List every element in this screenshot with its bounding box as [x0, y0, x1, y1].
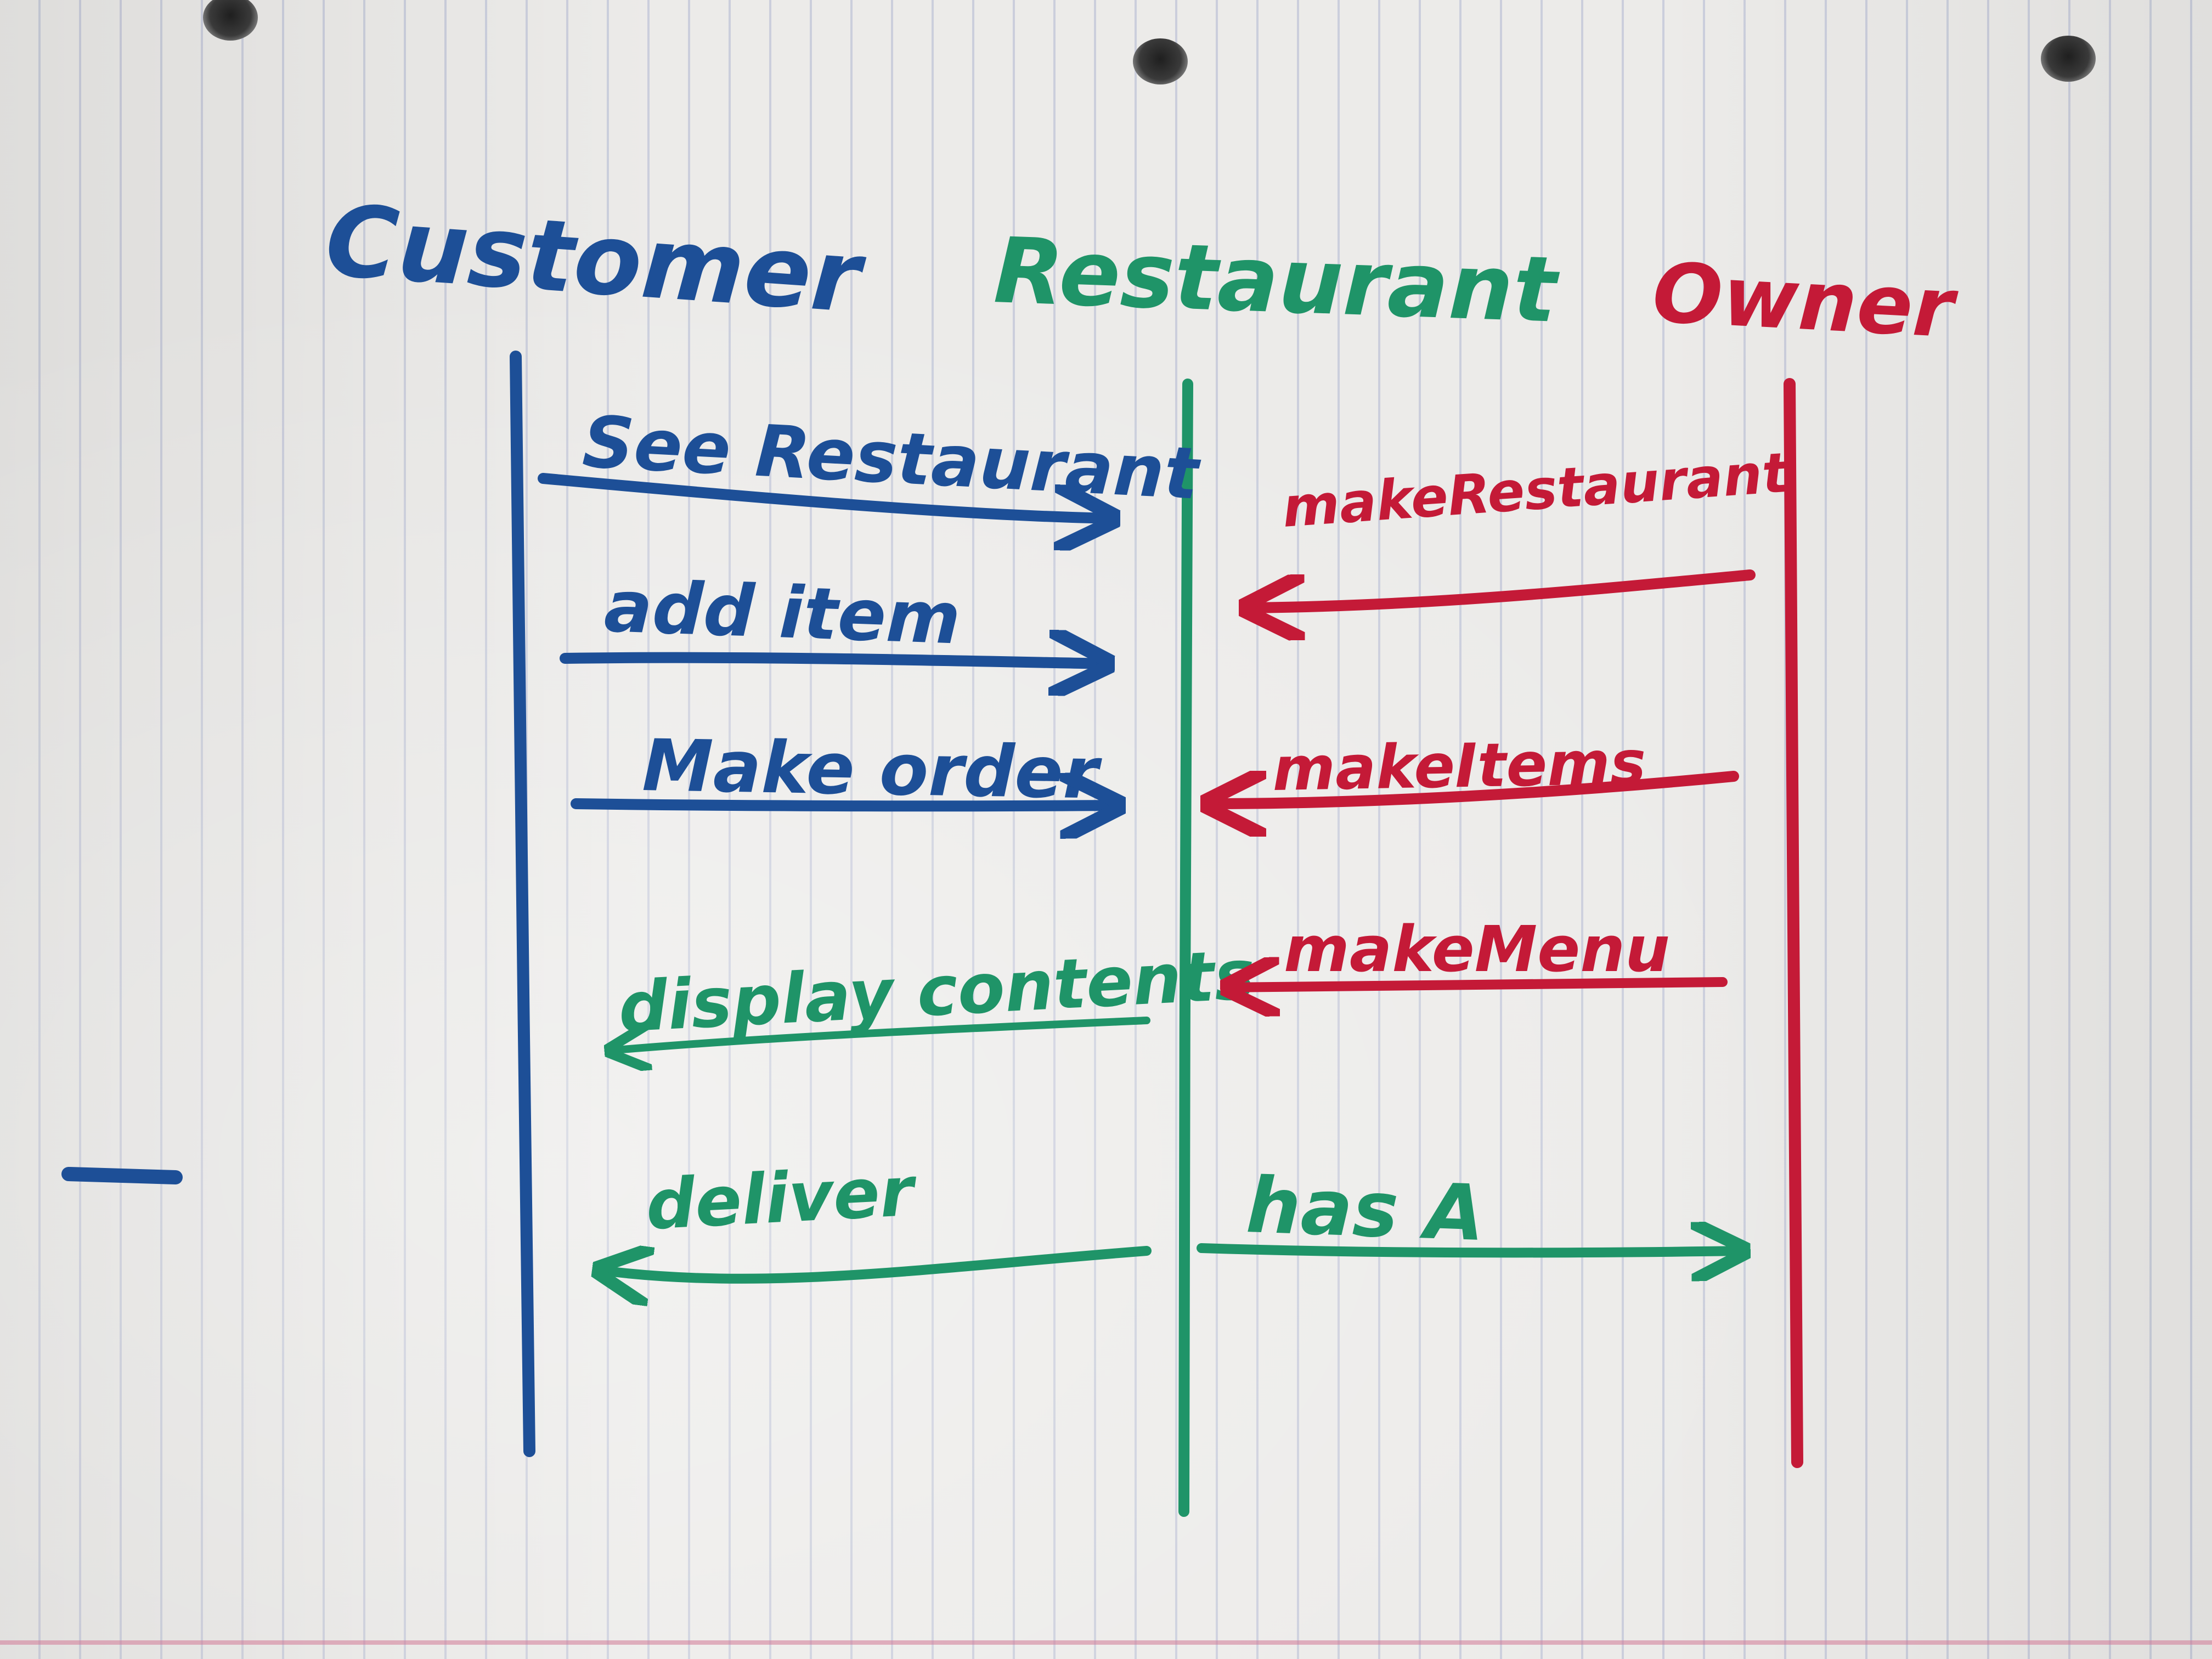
message-make-menu-label: makeMenu	[1284, 913, 1670, 986]
message-make-restaurant-arrow	[1245, 569, 1756, 608]
lifeline-customer	[510, 351, 535, 1457]
message-make-items-arrow	[1207, 776, 1739, 804]
participant-restaurant-label: Restaurant	[992, 218, 1561, 343]
message-deliver-arrow	[598, 1251, 1152, 1279]
paper-margin-line	[0, 1640, 2212, 1645]
participant-customer-label: Customer	[322, 183, 870, 335]
punch-hole-left	[203, 0, 258, 41]
message-make-order-label: Make order	[641, 724, 1103, 815]
message-add-item-label: add item	[603, 565, 962, 661]
lifeline-owner	[1784, 378, 1803, 1468]
message-has-a-label: has A	[1245, 1161, 1486, 1259]
message-make-menu-arrow	[1226, 982, 1728, 988]
punch-hole-center	[1133, 38, 1188, 84]
lifeline-restaurant	[1178, 379, 1193, 1517]
message-see-restaurant-label: See Restaurant	[580, 400, 1203, 516]
message-see-restaurant-arrow	[538, 473, 1114, 518]
punch-hole-right	[2041, 36, 2096, 82]
message-make-restaurant-label: makeRestaurant	[1280, 441, 1792, 540]
message-add-item-arrow	[560, 658, 1108, 664]
message-display-contents-arrow	[609, 1017, 1150, 1051]
participant-owner-label: Owner	[1650, 245, 1960, 357]
message-make-order-arrow	[571, 804, 1119, 806]
message-has-a-arrow	[1197, 1248, 1745, 1252]
stray-pen-mark	[61, 1167, 183, 1184]
message-deliver-label: deliver	[644, 1152, 919, 1245]
